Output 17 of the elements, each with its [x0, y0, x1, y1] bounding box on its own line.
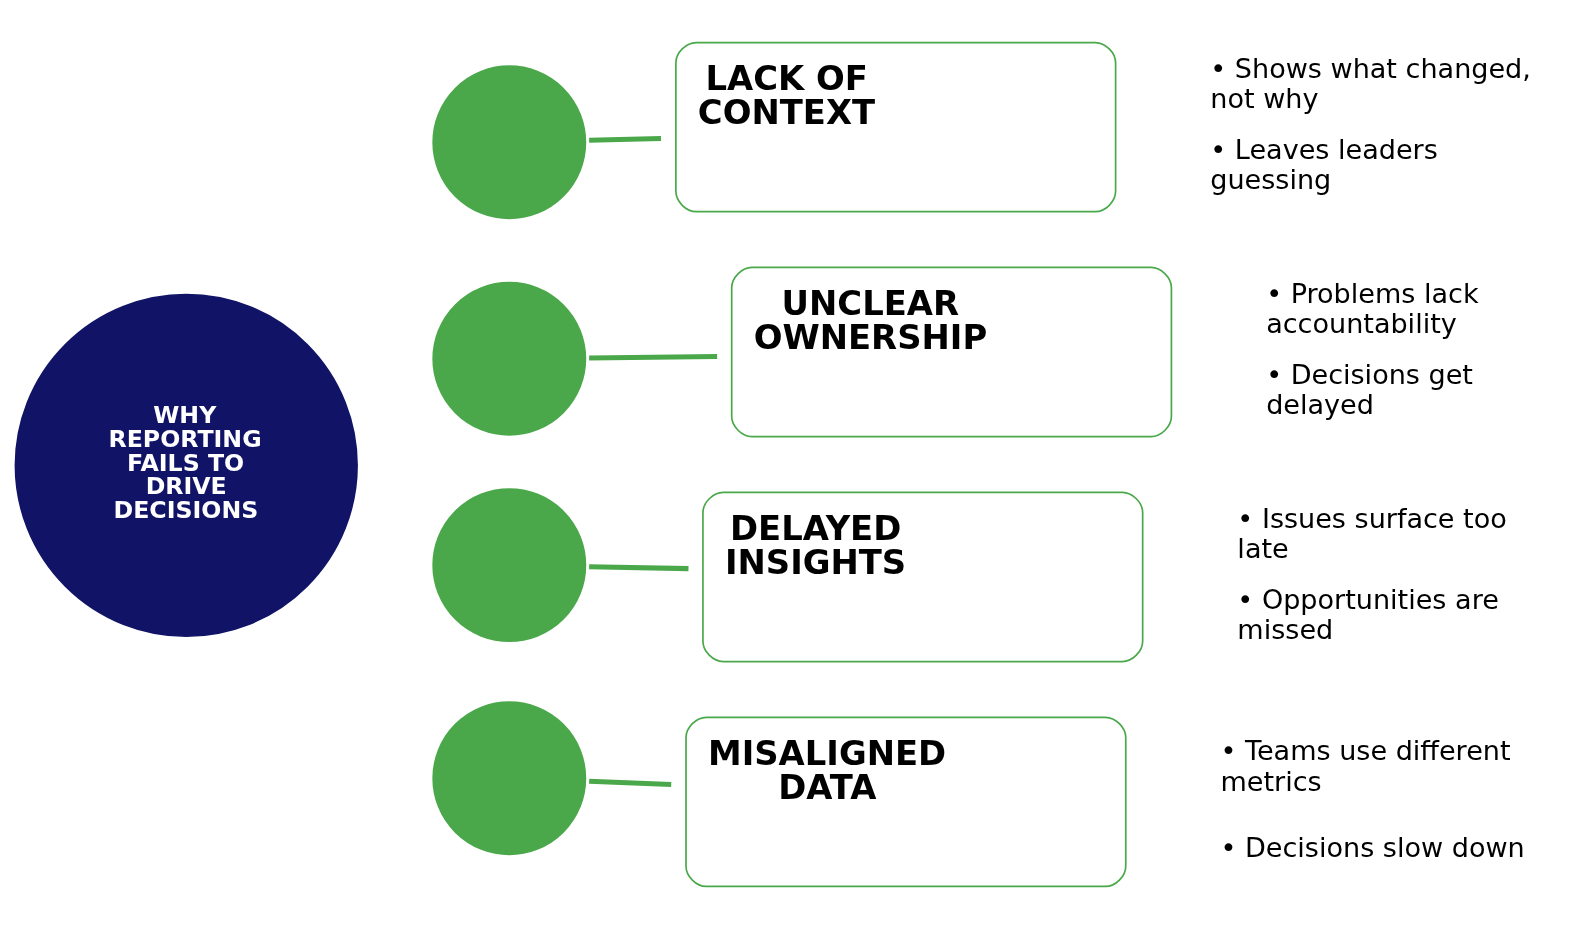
- node-label: • Opportunities are missed: [1237, 583, 1499, 645]
- node-box: LACK OF CONTEXT: [675, 41, 1117, 212]
- node-label: • Teams use different metrics: [1220, 734, 1511, 797]
- node-label: • Problems lack accountability: [1266, 277, 1479, 339]
- node-label: • Leaves leaders guessing: [1210, 133, 1438, 195]
- connector: [589, 563, 689, 571]
- node-box: MISALIGNED DATA: [685, 716, 1127, 887]
- connector: [589, 135, 662, 143]
- connector: [589, 778, 672, 787]
- node-label: • Issues surface too late: [1237, 502, 1507, 564]
- connector: [589, 353, 718, 360]
- node-circle: WHY REPORTING FAILS TO DRIVE DECISIONS: [14, 293, 358, 637]
- node-label: • Shows what changed, not why: [1210, 52, 1531, 114]
- node-box: DELAYED INSIGHTS: [702, 491, 1144, 662]
- node-box: UNCLEAR OWNERSHIP: [730, 266, 1173, 437]
- node-label: • Decisions get delayed: [1266, 358, 1473, 420]
- node-label: • Decisions slow down: [1220, 831, 1525, 863]
